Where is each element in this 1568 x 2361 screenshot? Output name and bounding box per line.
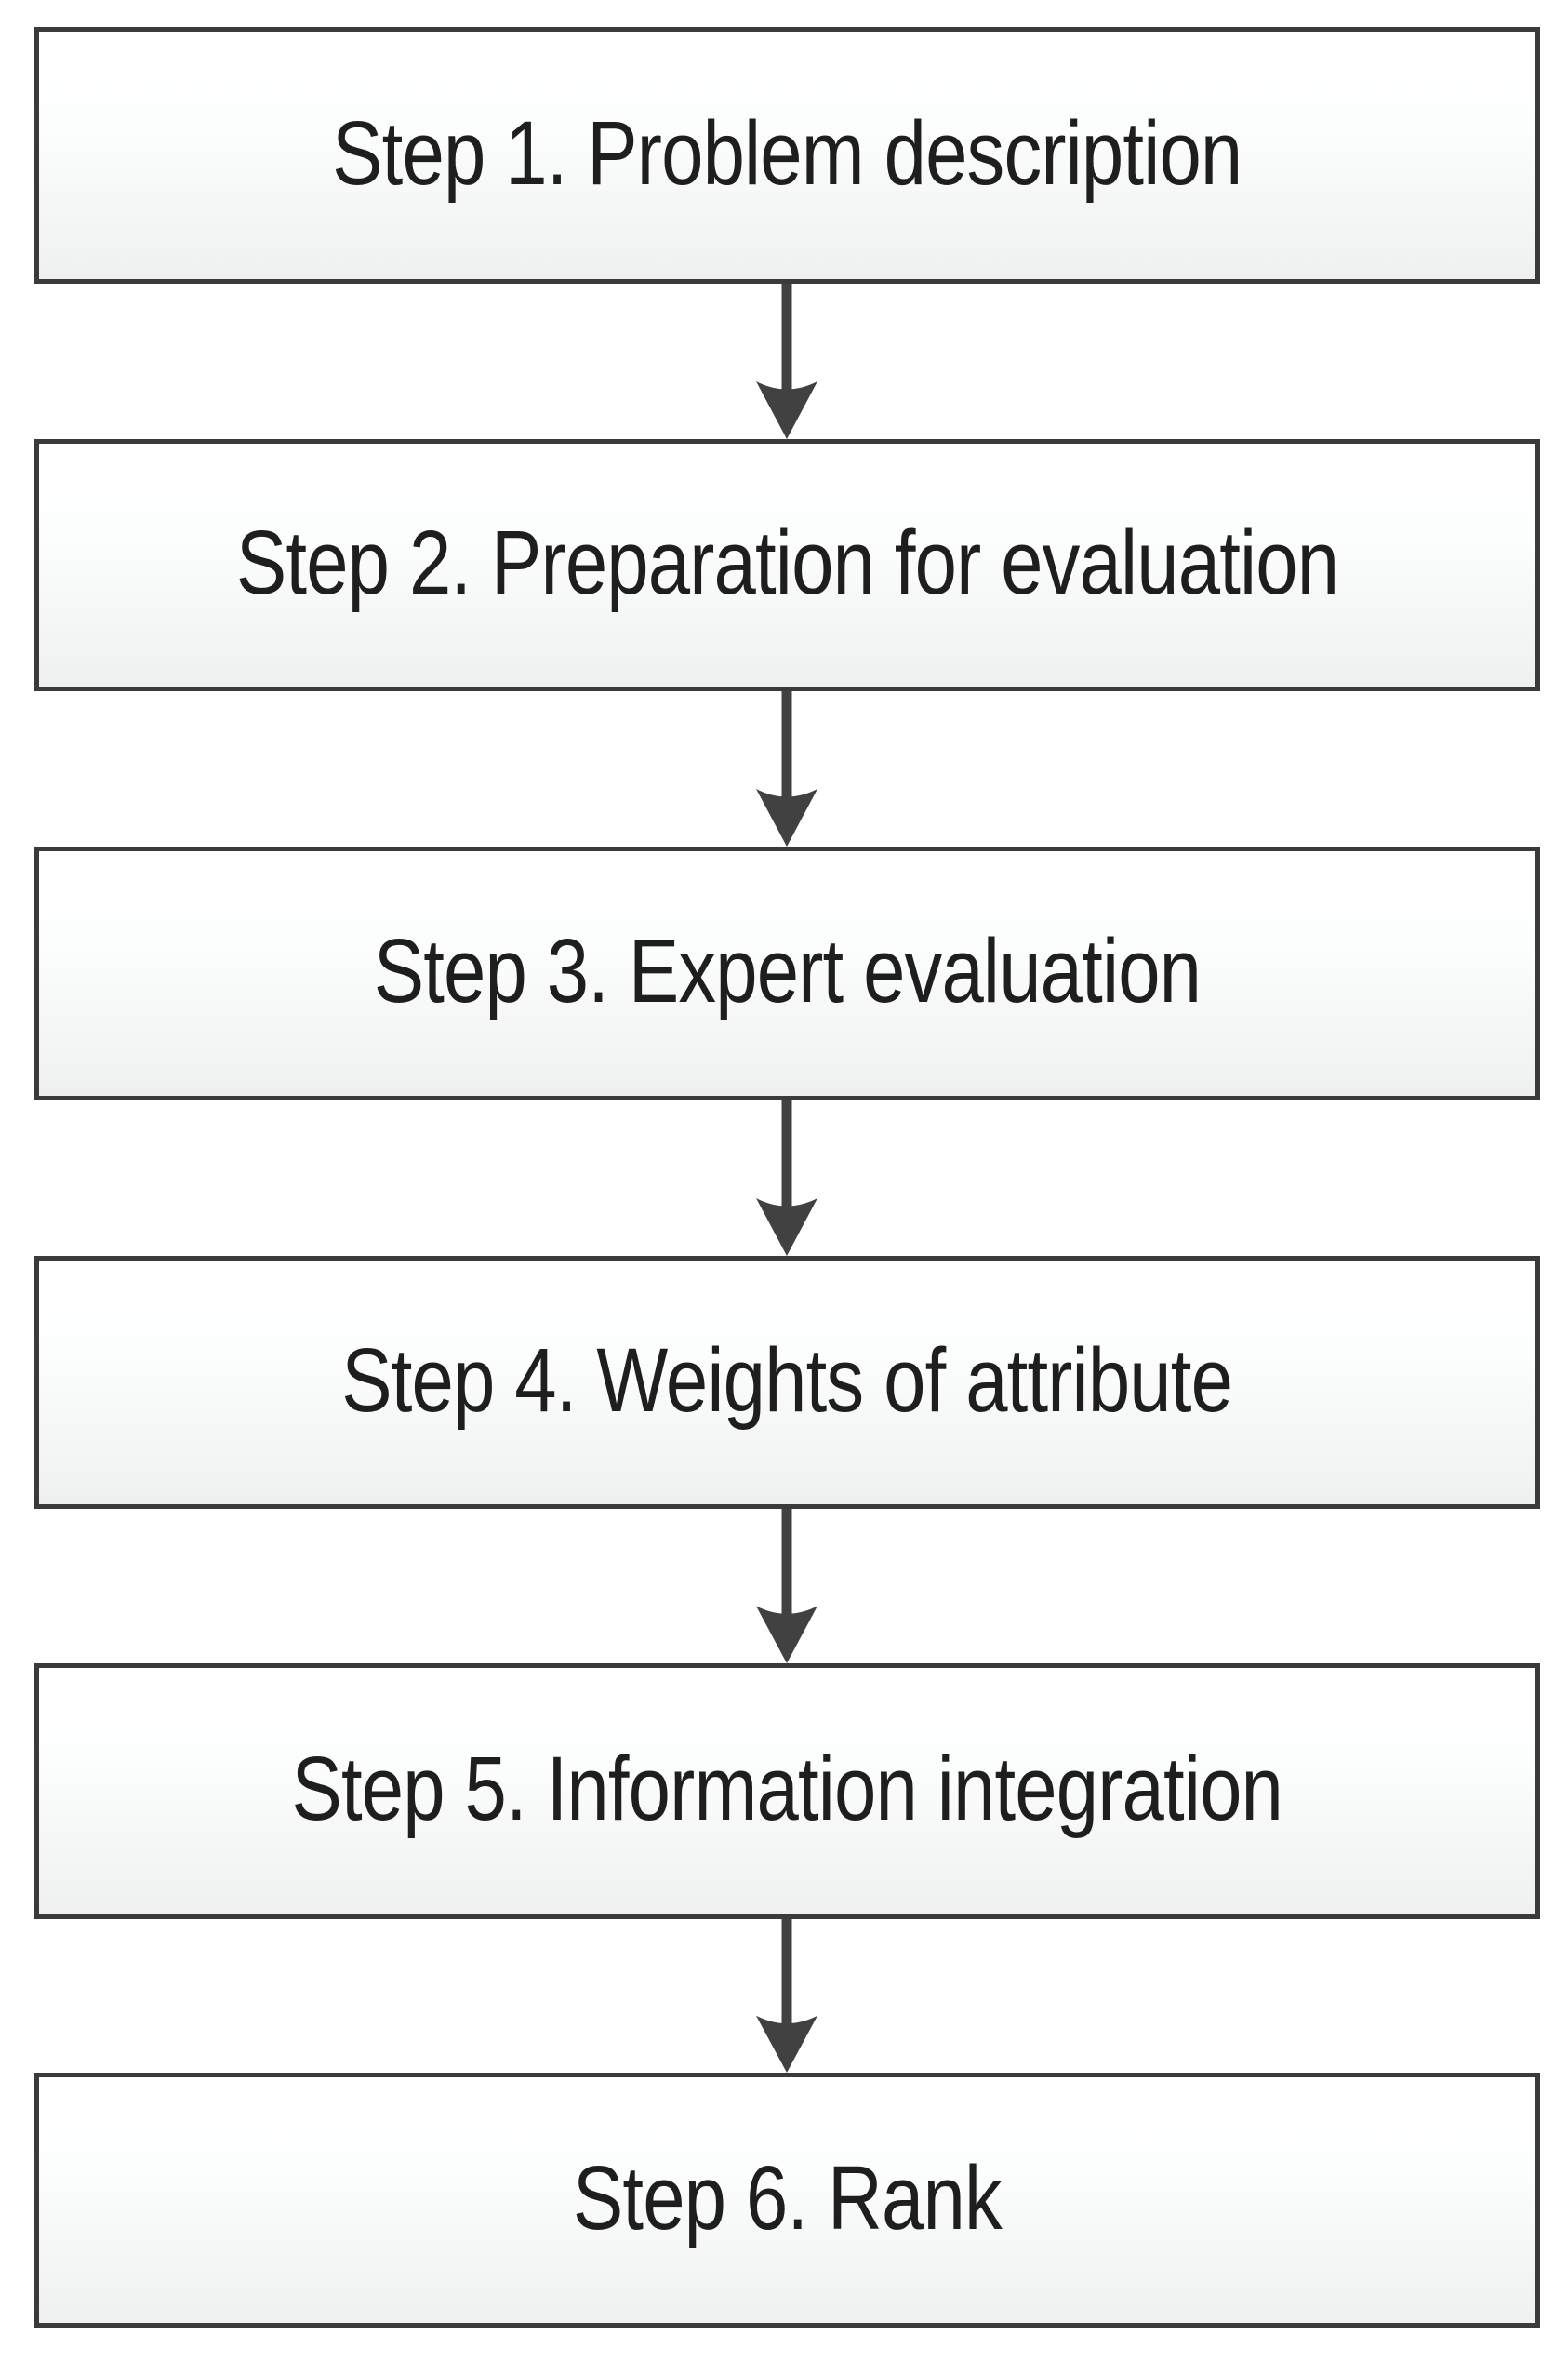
flow-step-6-box: Step 6. Rank <box>34 2073 1540 2328</box>
flow-step-2-box: Step 2. Preparation for evaluation <box>34 439 1540 691</box>
flow-step-5-label: Step 5. Information integration <box>291 1738 1283 1839</box>
flow-step-3-box: Step 3. Expert evaluation <box>34 847 1540 1100</box>
flow-arrow-5-down-icon <box>756 1919 817 2073</box>
flow-arrow-1-down-icon <box>756 284 817 439</box>
flow-step-1-box: Step 1. Problem description <box>34 27 1540 284</box>
flow-arrow-3-down-icon <box>756 1100 817 1256</box>
flow-step-4-box: Step 4. Weights of attribute <box>34 1256 1540 1509</box>
flow-step-3-label: Step 3. Expert evaluation <box>373 920 1202 1021</box>
flow-step-5-box: Step 5. Information integration <box>34 1663 1540 1919</box>
flow-arrow-2-down-icon <box>756 691 817 847</box>
flow-step-1-label: Step 1. Problem description <box>332 101 1242 204</box>
flow-step-6-label: Step 6. Rank <box>573 2146 1003 2248</box>
flow-step-4-label: Step 4. Weights of attribute <box>341 1328 1234 1431</box>
flow-arrow-4-down-icon <box>756 1509 817 1663</box>
flow-step-2-label: Step 2. Preparation for evaluation <box>235 512 1339 613</box>
